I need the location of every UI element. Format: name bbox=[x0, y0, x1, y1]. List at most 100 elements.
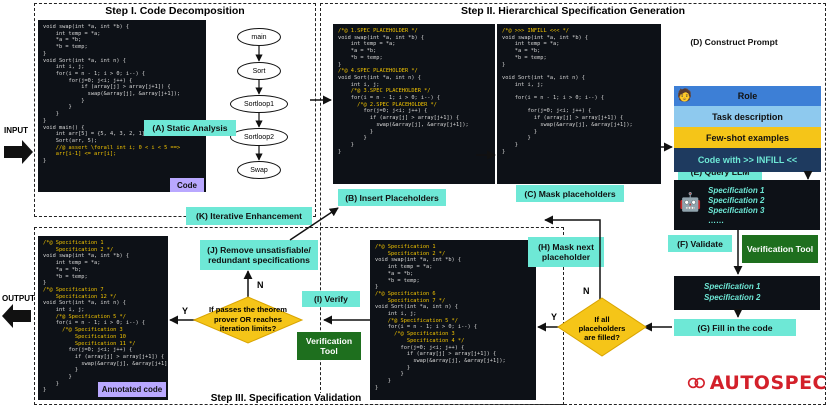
code-line: } bbox=[43, 380, 59, 387]
code-line: void Sort(int *a, int n) { bbox=[43, 57, 126, 64]
validated-specs-panel: Specification 1 Specification 2 bbox=[674, 276, 820, 310]
autospec-rings-icon bbox=[687, 377, 705, 389]
code-line: } bbox=[375, 364, 411, 371]
code-line: /*@ Specification 5 */ bbox=[43, 313, 126, 320]
input-arrow-icon bbox=[4, 140, 33, 164]
mask-next-label: (H) Mask next placeholder bbox=[528, 237, 604, 267]
input-label: INPUT bbox=[4, 126, 28, 135]
code-line: *b = temp; bbox=[43, 273, 88, 280]
code-line: } bbox=[338, 135, 367, 142]
code-line: for(j=0; j<i; j++) { bbox=[502, 108, 592, 115]
code-line: swap(&array[j], &array[j+1]); bbox=[502, 121, 633, 128]
code-line: Specification 2 */ bbox=[375, 250, 446, 257]
code-line: Sort(arr, 5); bbox=[43, 137, 98, 144]
code-line: void swap(int *a, int *b) { bbox=[502, 34, 589, 41]
code-line: Specification 2 */ bbox=[43, 246, 114, 253]
code-line: *a = *b; bbox=[502, 48, 541, 55]
code-line: for(j=0; j<i; j++) { bbox=[338, 108, 428, 115]
code-line: *b = temp; bbox=[502, 54, 547, 61]
mask-placeholders-label: (C) Mask placeholders bbox=[516, 185, 624, 202]
step2-frame bbox=[320, 3, 826, 405]
code-line: int temp = *a; bbox=[375, 264, 433, 271]
arrow-decision-no bbox=[544, 215, 601, 300]
code-line: void main() { bbox=[43, 124, 85, 131]
code-line: /*@ Specification 6 bbox=[375, 290, 436, 297]
decision-all-filled-yes: Y bbox=[551, 312, 558, 322]
llm-spec-1: Specification 1 bbox=[708, 186, 765, 195]
code-line: int i, j; bbox=[338, 81, 380, 88]
code-line: *b = temp; bbox=[375, 277, 420, 284]
graph-node-main: main bbox=[237, 28, 281, 46]
code-line: /*@ Specification 1 bbox=[43, 240, 104, 246]
code-line: } bbox=[43, 117, 47, 124]
code-line: swap(&array[j], &array[j+1]); bbox=[43, 91, 181, 98]
code-line: } bbox=[43, 158, 47, 165]
code-line: } bbox=[375, 384, 379, 391]
code-line: int i, j; bbox=[43, 307, 85, 314]
code-line: *a = *b; bbox=[375, 270, 414, 277]
code-line: } bbox=[502, 128, 538, 135]
code-line: } bbox=[502, 148, 506, 155]
code-line: int i, j; bbox=[502, 81, 544, 88]
llm-spec-3: Specification 3 bbox=[708, 206, 765, 215]
code-line: *b = temp; bbox=[43, 44, 88, 51]
prompt-role-label: Role bbox=[737, 91, 758, 101]
code-line: *a = *b; bbox=[43, 266, 82, 273]
iterative-enhancement-label: (K) Iterative Enhancement bbox=[186, 207, 312, 225]
prompt-role: 🧑 Role bbox=[674, 86, 821, 106]
code-line: *b = temp; bbox=[338, 54, 383, 61]
autospec-name: AUTOSPEC bbox=[709, 372, 827, 394]
code-line: int i, j; bbox=[43, 64, 85, 71]
code-line: int temp = *a; bbox=[502, 41, 560, 48]
code-line: } bbox=[502, 135, 531, 142]
code-line: *a = *b; bbox=[43, 37, 82, 44]
code-line: /*@ Specification 1 bbox=[375, 244, 436, 250]
code-line: int temp = *a; bbox=[338, 41, 396, 48]
prompt-fewshot: Few-shot examples bbox=[674, 127, 821, 148]
code-line: } bbox=[338, 148, 342, 155]
filled-code-panel: /*@ Specification 1 Specification 2 */vo… bbox=[370, 240, 536, 400]
step1-frame bbox=[34, 3, 316, 217]
code-line: for(i = n - 1; i > 0; i--) { bbox=[375, 324, 478, 331]
code-line: for(j=0; j<i; j++) { bbox=[43, 77, 133, 84]
code-line: /*@ Specification 5 */ bbox=[375, 317, 458, 324]
step1-title: Step I. Code Decomposition bbox=[105, 5, 245, 17]
code-line: if (array[j] > array[j+1]) { bbox=[375, 351, 497, 358]
validated-spec-2: Specification 2 bbox=[704, 293, 761, 302]
robot-icon: 🤖 bbox=[679, 192, 702, 212]
llm-output-panel: 🤖 Specification 1 Specification 2 Specif… bbox=[674, 180, 820, 230]
code-line: } bbox=[43, 111, 59, 118]
code-line: /*@ 4.SPEC PLACEHOLDER */ bbox=[338, 68, 418, 75]
step2-title: Step II. Hierarchical Specification Gene… bbox=[460, 5, 686, 17]
code-line: for(i = n - 1; i > 0; i--) { bbox=[338, 95, 441, 102]
code-line: int temp = *a; bbox=[43, 30, 101, 37]
code-line: Specification 12 */ bbox=[43, 293, 117, 300]
code-line: /*@ 1.SPEC PLACEHOLDER */ bbox=[338, 28, 418, 34]
code-line: //@ assert \forall int i; 0 < i < 5 ==> bbox=[43, 144, 181, 151]
code-line: /*@ 2.SPEC PLACEHOLDER */ bbox=[338, 101, 437, 108]
code-line: Specification 7 */ bbox=[375, 297, 446, 304]
code-line: for(i = n - 1; i > 0; i--) { bbox=[43, 70, 146, 77]
code-line: } bbox=[43, 367, 79, 374]
fill-in-label: (G) Fill in the code bbox=[674, 319, 796, 336]
code-line: for(i = n - 1; i > 0; i--) { bbox=[502, 95, 605, 102]
code-line: int temp = *a; bbox=[43, 260, 101, 267]
code-line: if (array[j] > array[j+1]) { bbox=[43, 84, 171, 91]
code-line: for(j=0; j<i; j++) { bbox=[375, 344, 465, 351]
code-line: } bbox=[502, 141, 518, 148]
code-line: int arr[5] = {5, 4, 3, 2, 1}; bbox=[43, 131, 149, 138]
decision-all-filled: If all placeholders are filled? bbox=[578, 315, 626, 342]
decision-all-filled-shape bbox=[557, 297, 647, 357]
code-line: } bbox=[43, 50, 47, 57]
code-line: void Sort(int *a, int n) { bbox=[502, 74, 585, 81]
output-label: OUTPUT bbox=[2, 294, 35, 303]
prompt-task: Task description bbox=[674, 106, 821, 127]
code-tag: Code bbox=[170, 178, 204, 192]
placeholder-code-panel: /*@ 1.SPEC PLACEHOLDER */void swap(int *… bbox=[333, 24, 495, 184]
insert-placeholders-label: (B) Insert Placeholders bbox=[338, 189, 446, 206]
verification-tool-f: Verification Tool bbox=[742, 235, 818, 263]
code-line: /*@ 3.SPEC PLACEHOLDER */ bbox=[338, 88, 431, 95]
code-line: arr[i-1] <= arr[i]; bbox=[43, 151, 117, 158]
code-line: if (array[j] > array[j+1]) { bbox=[502, 115, 624, 122]
